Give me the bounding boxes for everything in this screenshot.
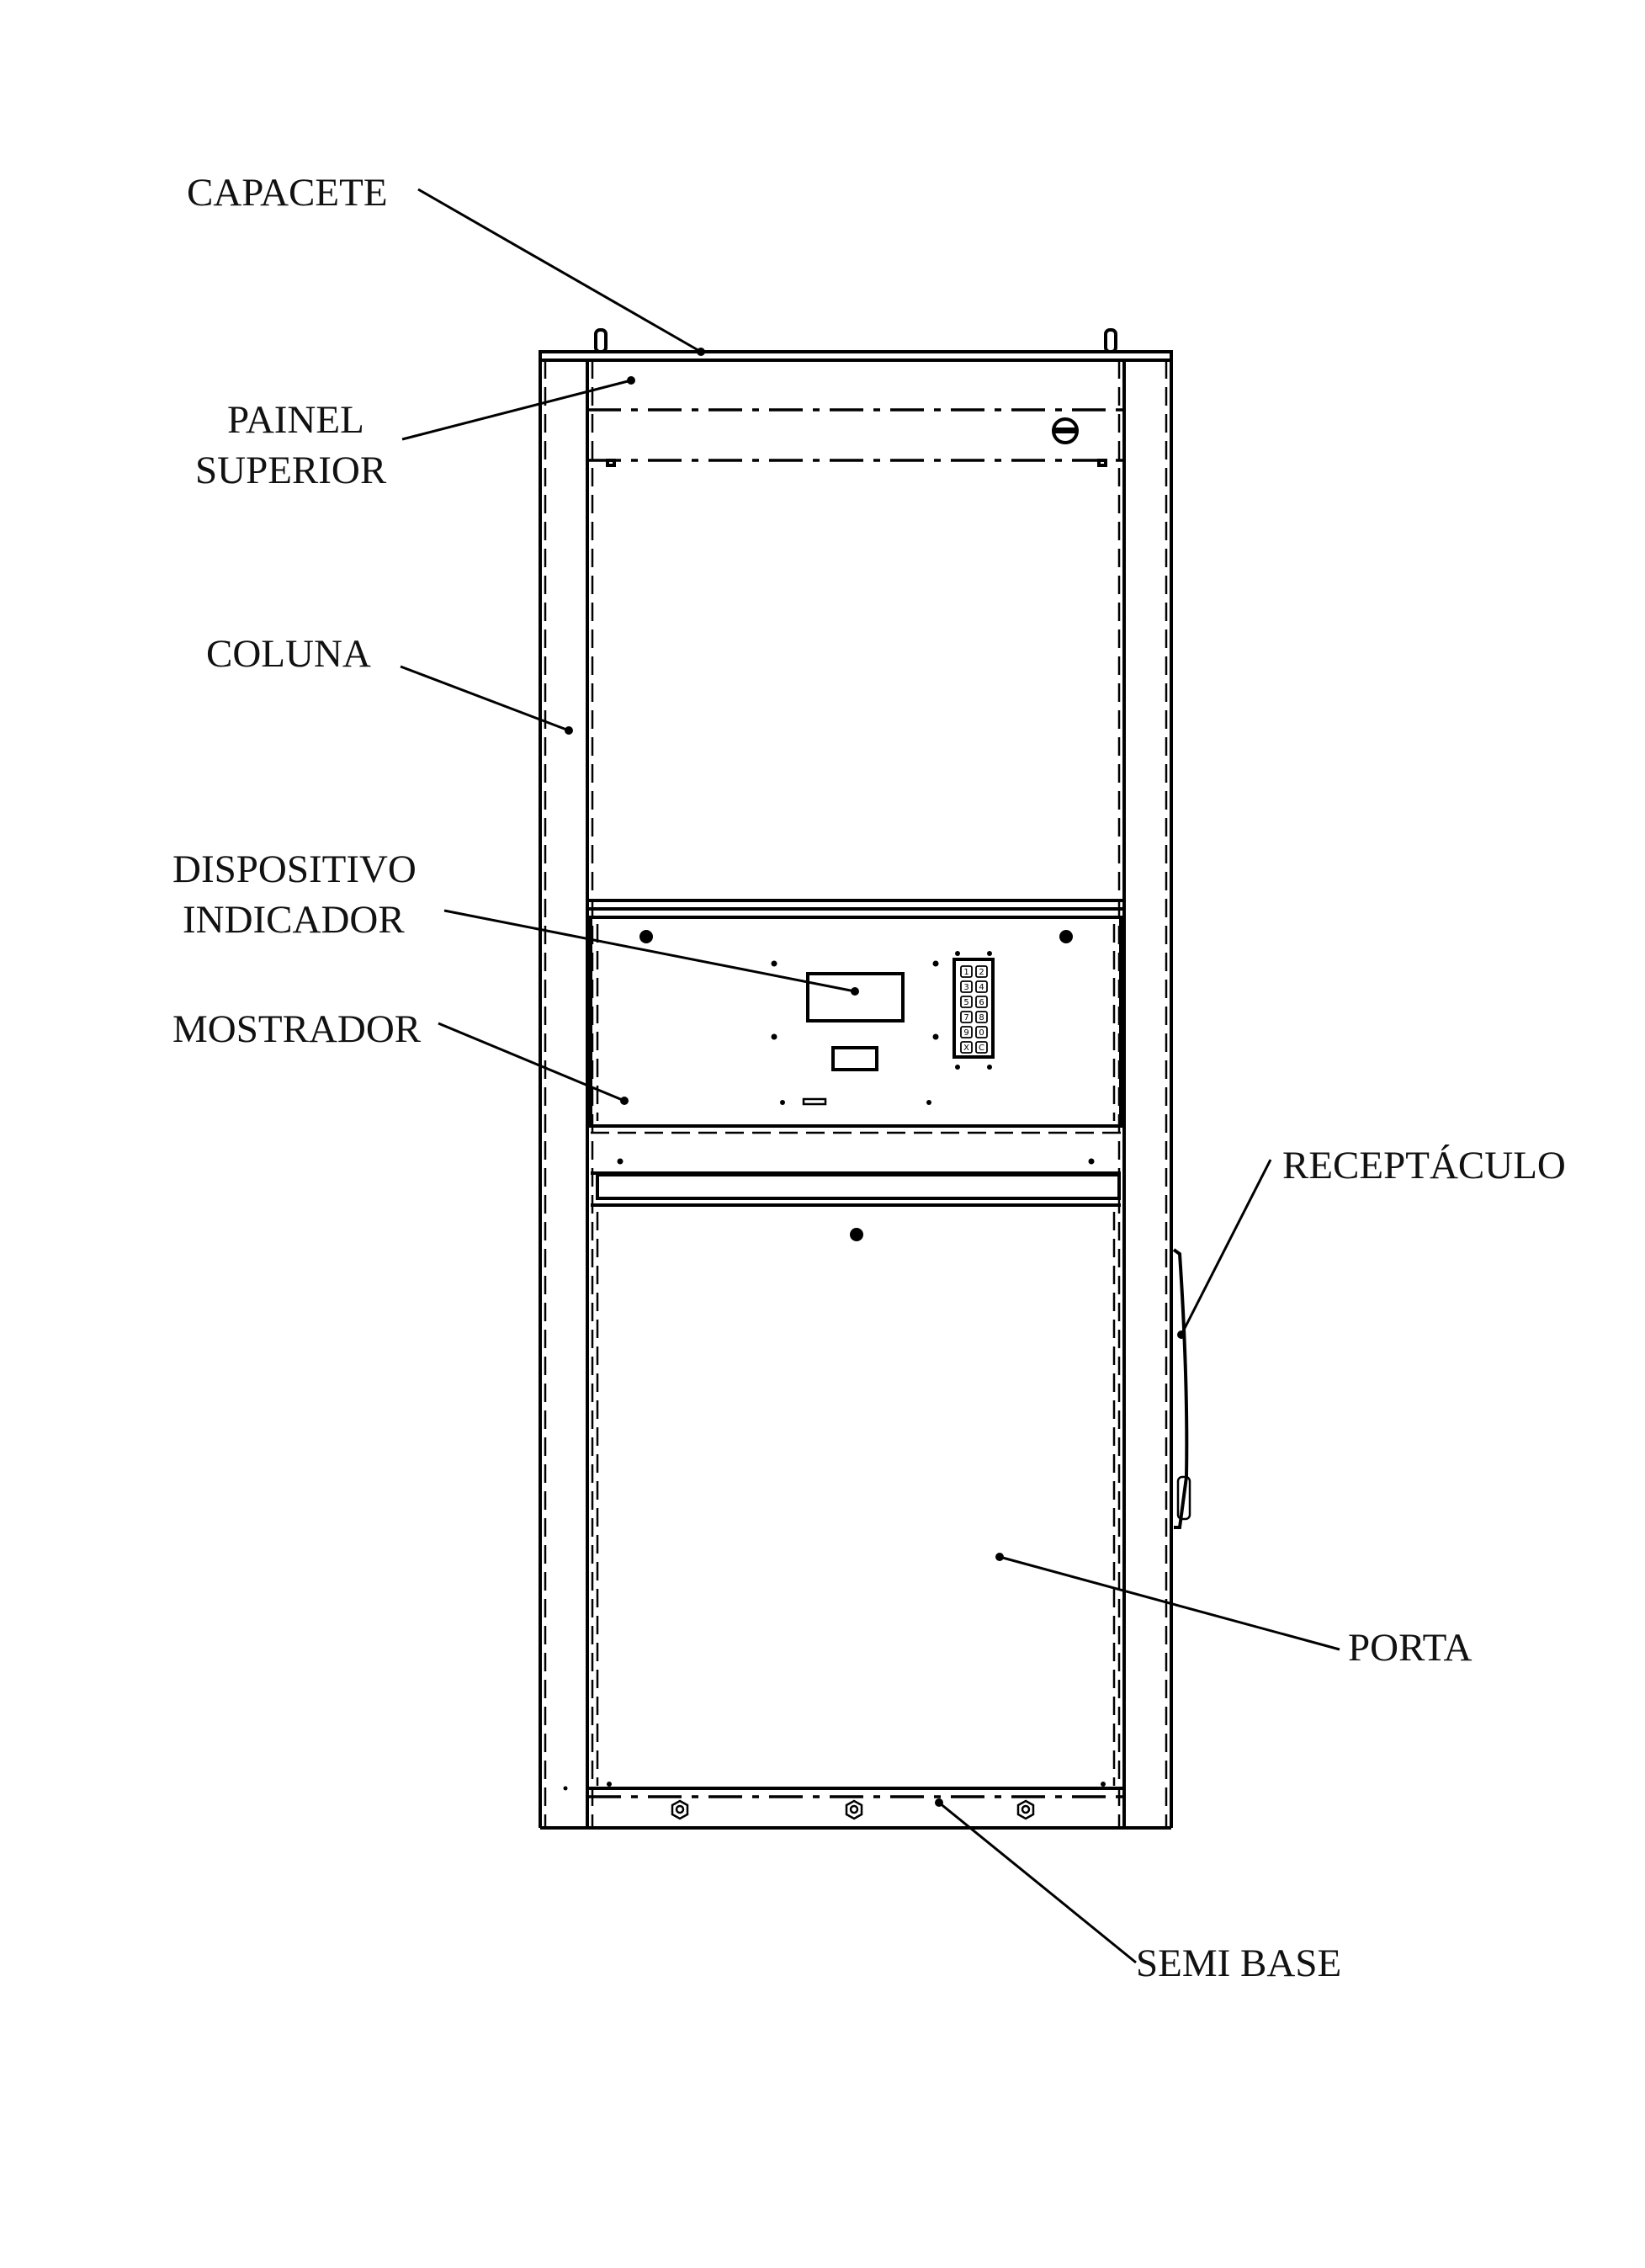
base-bolt-3 [1016,1799,1035,1820]
receptaculo-clip [1176,1475,1191,1521]
coluna-left-shape [539,360,589,1830]
porta-shape [596,1212,1116,1787]
vent-strip [596,1173,1121,1200]
base-bolt-2 [845,1799,863,1820]
keypad-key[interactable]: C [975,1041,988,1054]
label-painel-superior-2: SUPERIOR [195,449,387,492]
card-slot [802,1097,827,1106]
leaders [400,188,1340,1964]
keypad-key-frame [960,996,973,1008]
keypad-key-label: 6 [979,998,984,1007]
keypad-body [953,958,995,1059]
semi-base-leader [938,1801,1137,1964]
keypad-key[interactable]: 9 [960,1026,973,1038]
keypad-key-frame [975,1041,988,1054]
keypad-key-frame [960,980,973,993]
keypad-key[interactable]: 4 [975,980,988,993]
label-dispositivo-2: INDICADOR [183,898,405,942]
keypad-screw [987,1065,992,1070]
mostrador-leader [438,1022,625,1102]
label-capacete: CAPACETE [187,171,388,215]
base-bolt-1 [671,1799,689,1820]
keypad-key-label: 4 [979,983,984,992]
lifting-eye-left [594,328,608,353]
receptaculo-leader [1180,1159,1272,1336]
keypad-key[interactable]: 8 [975,1011,988,1023]
keypad-key-label: 9 [963,1028,968,1038]
label-semi-base: SEMI BASE [1136,1941,1341,1985]
receptaculo-handle [1172,1248,1189,1529]
coluna-leader [400,665,570,732]
keypad-key-label: 0 [979,1028,984,1038]
painel-superior-leader [401,379,632,441]
keypad-key-frame [975,965,988,978]
keypad-key[interactable]: X [960,1041,973,1054]
porta-leader [999,1555,1340,1651]
keypad-key-label: 2 [979,968,984,977]
keypad-key[interactable]: 2 [975,965,988,978]
semi-base-shape [563,1786,1124,1830]
keypad-key-label: X [963,1044,969,1053]
label-porta: PORTA [1348,1626,1473,1670]
labels: CAPACETE PAINEL SUPERIOR COLUNA DISPOSIT… [172,171,1566,1985]
coluna-right-shape [1122,360,1173,1830]
keypad-key-label: 5 [963,998,968,1007]
keypad-key-frame [975,1011,988,1023]
painel-superior-shape [587,359,1124,467]
keypad-key-frame [975,980,988,993]
label-mostrador: MOSTRADOR [172,1007,422,1051]
label-painel-superior-1: PAINEL [227,398,364,442]
keypad: 1 2 3 4 5 6 7 8 9 0X C [953,951,995,1070]
receipt-slot [831,1046,878,1071]
mostrador-display [806,972,905,1022]
keypad-key-frame [960,1026,973,1038]
keypad-key-frame [975,1026,988,1038]
label-coluna: COLUNA [206,632,371,676]
cabinet-frame [539,328,1173,1830]
keypad-key-label: 1 [963,968,968,977]
keypad-key-label: 7 [963,1013,968,1022]
keypad-key-frame [960,1041,973,1054]
keypad-key[interactable]: 5 [960,996,973,1008]
lifting-eye-right [1104,328,1117,353]
keypad-key-label: 8 [979,1013,984,1022]
keypad-screw [987,951,992,956]
keypad-key-label: 3 [963,983,968,992]
label-dispositivo-1: DISPOSITIVO [172,847,417,891]
keypad-key[interactable]: 1 [960,965,973,978]
keypad-key-frame [975,996,988,1008]
middle-band [591,1124,1121,1207]
keypad-key-label: C [979,1044,984,1053]
dispositivo-indicador-leader [443,909,856,993]
lock-icon [1052,417,1079,444]
capacete-leader [417,188,702,353]
keypad-screw [955,1065,960,1070]
keypad-key-frame [960,1011,973,1023]
keypad-key[interactable]: 6 [975,996,988,1008]
keypad-key-frame [960,965,973,978]
dispositivo-indicador-frame [587,899,1124,1128]
keypad-screw [955,951,960,956]
keypad-key[interactable]: 0 [975,1026,988,1038]
label-receptaculo: RECEPTÁCULO [1282,1144,1566,1187]
keypad-key[interactable]: 3 [960,980,973,993]
keypad-key[interactable]: 7 [960,1011,973,1023]
